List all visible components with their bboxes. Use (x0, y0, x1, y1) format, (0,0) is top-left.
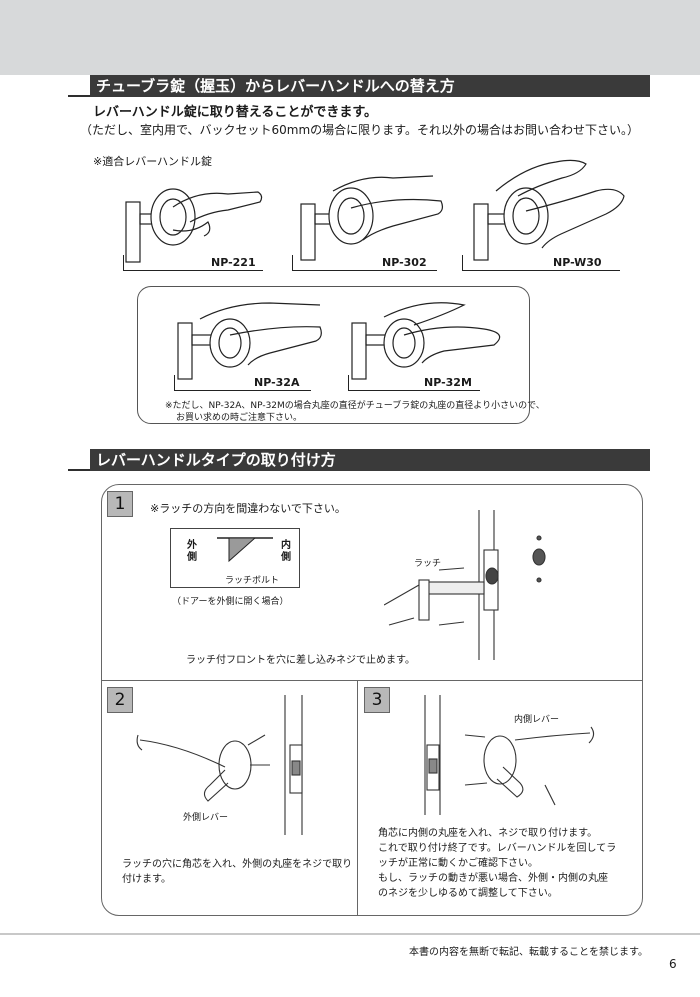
lever-illustration-npw30 (473, 159, 625, 261)
step-1-number: 1 (107, 491, 133, 517)
model-label-np302: NP-302 (382, 256, 427, 269)
step-1-heading: ※ラッチの方向を間違わないで下さい。 (150, 502, 346, 515)
diameter-note: ※ただし、NP-32A、NP-32Mの場合丸座の直径がチューブラ錠の丸座の直径よ… (165, 401, 545, 411)
step-2-instruction-2: 付けます。 (122, 874, 171, 885)
outer-lever-label: 外側レバー (183, 813, 229, 823)
latch-install-illustration (384, 510, 546, 660)
model-label-np32a: NP-32A (254, 376, 300, 389)
outer-lever-install-illustration (136, 695, 303, 835)
section-title: チューブラ錠（握玉）からレバーハンドルへの替え方 (90, 75, 650, 97)
outside-label: 外側 (187, 540, 197, 563)
lever-illustration-np32a (177, 302, 322, 380)
compatible-heading: ※適合レバーハンドル錠 (93, 155, 212, 168)
step-2-number: 2 (107, 687, 133, 713)
steps-panel (101, 484, 643, 916)
step-3-instruction-1: 角芯に内側の丸座を入れ、ネジで取り付けます。 (378, 828, 598, 839)
latch-direction-diagram (170, 528, 300, 588)
step-3-instruction-3: ッチが正常に動くかご確認下さい。 (378, 858, 538, 869)
header-band (0, 0, 700, 75)
page-number: 6 (669, 957, 677, 971)
diameter-note-cont: お買い求めの時ご注意下さい。 (176, 413, 303, 423)
step-3-instruction-5: のネジを少しゆるめて調整して下さい。 (378, 888, 558, 899)
inner-lever-label: 内側レバー (514, 715, 560, 725)
intro-note: （ただし、室内用で、バックセット60mmの場合に限ります。それ以外の場合はお問い… (80, 123, 639, 137)
latch-bolt-label: ラッチボルト (225, 576, 280, 586)
inner-lever-install-illustration (424, 695, 595, 815)
model-label-np221: NP-221 (211, 256, 256, 269)
lever-illustration-np302 (300, 175, 444, 261)
lever-illustration-np32m (351, 302, 501, 380)
step-3-instruction-2: これで取り付け終了です。レバーハンドルを回してラ (378, 843, 617, 854)
step-2-instruction-1: ラッチの穴に角芯を入れ、外側の丸座をネジで取り (122, 859, 353, 870)
door-direction-note: （ドアーを外側に開く場合） (172, 597, 289, 607)
lever-illustration-np221 (125, 188, 263, 263)
latch-label: ラッチ (414, 559, 442, 569)
section-title-bar: レバーハンドルタイプの取り付け方 (68, 449, 650, 471)
step-1-instruction: ラッチ付フロントを穴に差し込みネジで止めます。 (186, 655, 415, 666)
section-title-bar: チューブラ錠（握玉）からレバーハンドルへの替え方 (68, 75, 650, 97)
intro-text: レバーハンドル錠に取り替えることができます。 (93, 105, 378, 120)
model-label-np32m: NP-32M (424, 376, 472, 389)
section-title: レバーハンドルタイプの取り付け方 (90, 449, 650, 471)
subset-models-box (137, 286, 530, 424)
copyright-notice: 本書の内容を無断で転記、転載することを禁じます。 (409, 947, 648, 958)
inside-label: 内側 (281, 540, 291, 563)
latch-bolt-shape (217, 537, 273, 563)
step-3-instruction-4: もし、ラッチの動きが悪い場合、外側・内側の丸座 (378, 873, 608, 884)
model-label-npw30: NP-W30 (553, 256, 602, 269)
step-3-number: 3 (364, 687, 390, 713)
